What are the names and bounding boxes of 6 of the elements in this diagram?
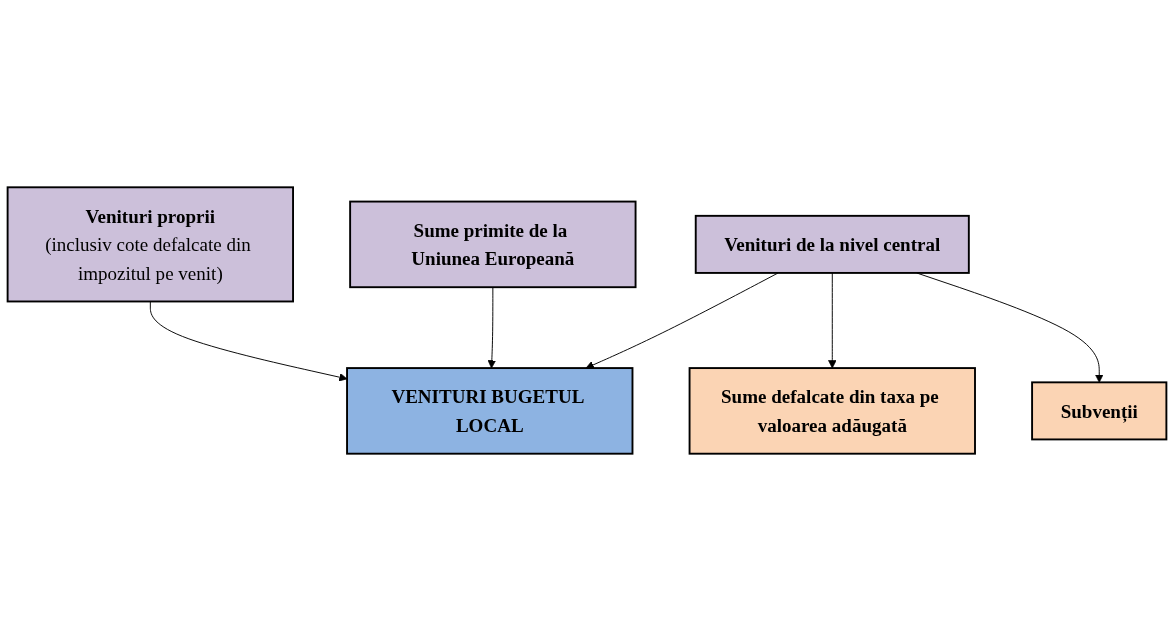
- node-box: Venituri proprii (inclusiv cote defalcate din impozitul pe venit): [6, 186, 294, 303]
- node-box: Subvenții: [1031, 381, 1168, 441]
- node-box: VENITURI BUGETUL LOCAL: [346, 367, 634, 455]
- node-box: Sume defalcate din taxa pe valoarea adăugată: [688, 367, 976, 455]
- node-box: Sume primite de la Uniunea Europeană: [349, 200, 637, 289]
- node-box: Venituri de la nivel central: [694, 214, 970, 274]
